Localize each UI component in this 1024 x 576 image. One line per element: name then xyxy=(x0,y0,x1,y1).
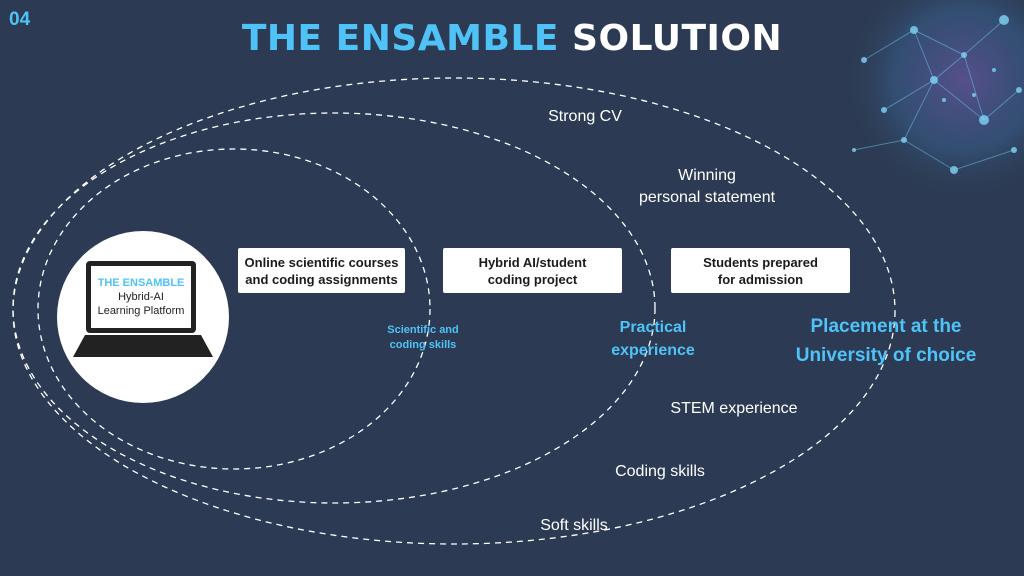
inner-ellipse xyxy=(37,148,431,470)
step-box-project: Hybrid AI/student coding project xyxy=(443,248,622,293)
middle-ellipse xyxy=(12,112,656,504)
step-box-admission: Students prepared for admission xyxy=(671,248,850,293)
outcome-placement: Placement at the University of choice xyxy=(795,316,977,366)
label-coding: Coding skills xyxy=(615,463,705,480)
step-box-courses: Online scientific courses and coding ass… xyxy=(238,248,405,293)
label-winning: Winning personal statement xyxy=(638,167,776,206)
title-rest: SOLUTION xyxy=(572,18,783,59)
slide-title: THE ENSAMBLE SOLUTION xyxy=(0,18,1024,59)
platform-line2: Learning Platform xyxy=(97,305,185,317)
network-decoration xyxy=(824,0,1024,200)
title-accent: THE ENSAMBLE xyxy=(241,18,559,59)
platform-line1: Hybrid-AI xyxy=(118,291,164,303)
platform-brand: THE ENSAMBLE xyxy=(97,277,185,289)
outcome-scientific-skills: Scientific and coding skills xyxy=(387,324,459,351)
slide-number: 04 xyxy=(9,9,31,30)
laptop-icon: THE ENSAMBLE Hybrid-AI Learning Platform xyxy=(86,261,196,333)
label-strong-cv: Strong CV xyxy=(548,108,622,125)
outcome-practical-experience: Practical experience xyxy=(611,319,695,359)
label-stem: STEM experience xyxy=(670,400,798,417)
laptop-base xyxy=(73,335,213,357)
label-soft: Soft skills xyxy=(540,517,608,534)
